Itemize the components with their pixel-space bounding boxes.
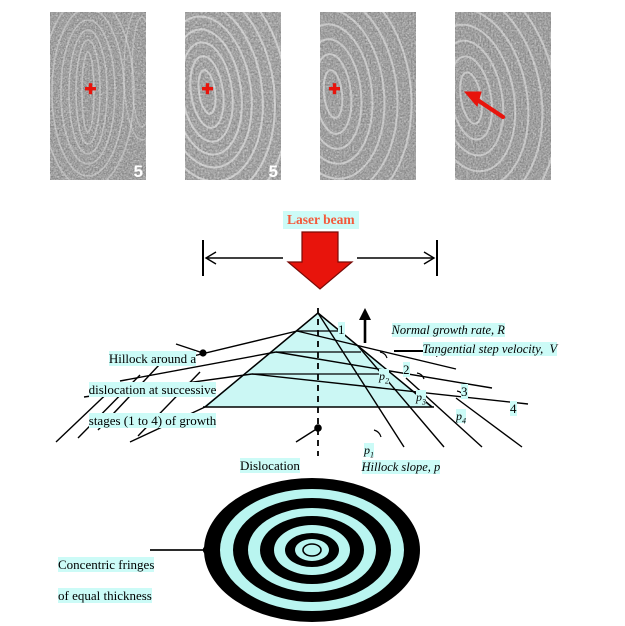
stage-label-2: 2 — [403, 361, 410, 377]
hillock-caption-line3: stages (1 to 4) of growth — [88, 412, 217, 428]
slope-label-p4-wrap: p4 — [444, 393, 466, 444]
stage-label-1: 1 — [338, 321, 345, 337]
laser-beam-arrow-icon — [286, 231, 354, 290]
concentric-fringe-ellipses — [204, 478, 420, 622]
dislocation-leader — [295, 424, 322, 443]
dimension-arrow-left — [204, 251, 283, 265]
hillock-caption: Hillock around a dislocation at successi… — [66, 335, 226, 444]
fringe-caption-line2: of equal thickness — [58, 587, 152, 603]
fringe-ring-1-cyan — [220, 489, 404, 611]
fringe-center-ellipse — [302, 543, 322, 557]
micrograph-3-image — [320, 12, 416, 180]
hillock-caption-line1: Hillock around a — [108, 350, 197, 366]
slope-label-p2-wrap: p2 — [367, 353, 389, 404]
slope-label-p2-sub: 2 — [385, 375, 389, 385]
slope-label-p1-sub: 1 — [370, 449, 374, 459]
micrograph-2-corner-label: 5 — [268, 162, 278, 180]
stage-label-4-wrap: 4 — [497, 385, 517, 432]
fringe-caption: Concentric fringes of equal thickness — [45, 541, 155, 619]
fringe-ring-4-cyan — [295, 539, 329, 561]
fringe-ring-4-black — [285, 533, 339, 567]
micrograph-panel-4 — [455, 12, 551, 180]
stage-label-1-wrap: 1 — [325, 306, 345, 353]
hillock-caption-line2: dislocation at successive — [88, 381, 217, 397]
dimension-arrow-right — [357, 251, 436, 265]
slope-angle-arc-1 — [373, 429, 382, 438]
normal-growth-rate-label: Normal growth rate, R — [391, 322, 505, 337]
stage-label-4: 4 — [510, 400, 517, 416]
slope-label-p4: p — [456, 408, 462, 423]
fringe-caption-line1: Concentric fringes — [58, 556, 155, 572]
stage-label-3-wrap: 3 — [448, 368, 468, 415]
micrograph-1-corner-label: 5 — [133, 162, 143, 180]
micrograph-panel-1: 5 — [50, 12, 146, 180]
micrograph-panel-2: 5 — [185, 12, 281, 180]
slope-label-p3-wrap: p3 — [404, 374, 426, 425]
stage-label-2-wrap: 2 — [390, 346, 410, 393]
stage-label-3: 3 — [461, 383, 468, 399]
micrograph-panel-3 — [320, 12, 416, 180]
tangential-velocity-label-wrap: Tangential step velocity, V — [410, 326, 558, 373]
fringe-ring-3-cyan — [274, 525, 350, 575]
fringe-ring-2-black — [233, 498, 391, 602]
slope-label-p3-sub: 3 — [422, 396, 426, 406]
hillock-slope-label-wrap: Hillock slope, p — [349, 444, 441, 491]
hillock-slope-label: Hillock slope, p — [361, 459, 441, 474]
normal-growth-rate-arrow-icon — [359, 308, 371, 343]
slope-label-p1-wrap: p1 — [352, 427, 374, 478]
fringe-caption-leader — [150, 545, 212, 555]
micrograph-2-image — [185, 12, 281, 180]
fringe-ring-1-black — [204, 478, 420, 622]
dislocation-label-wrap: Dislocation — [227, 442, 300, 489]
micrograph-1-image — [50, 12, 146, 180]
slope-label-p1: p — [364, 442, 370, 457]
fringe-ring-2-cyan — [248, 508, 376, 592]
laser-beam-label: Laser beam — [283, 211, 359, 229]
dislocation-label: Dislocation — [240, 457, 300, 473]
slope-label-p4-sub: 4 — [462, 415, 466, 425]
slope-label-p3: p — [416, 389, 422, 404]
micrograph-4-image — [455, 12, 551, 180]
normal-growth-rate-label-wrap: Normal growth rate, R — [379, 307, 505, 354]
fringe-ring-3-black — [260, 516, 364, 584]
slope-label-p2: p — [379, 368, 385, 383]
tangential-velocity-label: Tangential step velocity, V — [422, 341, 558, 356]
